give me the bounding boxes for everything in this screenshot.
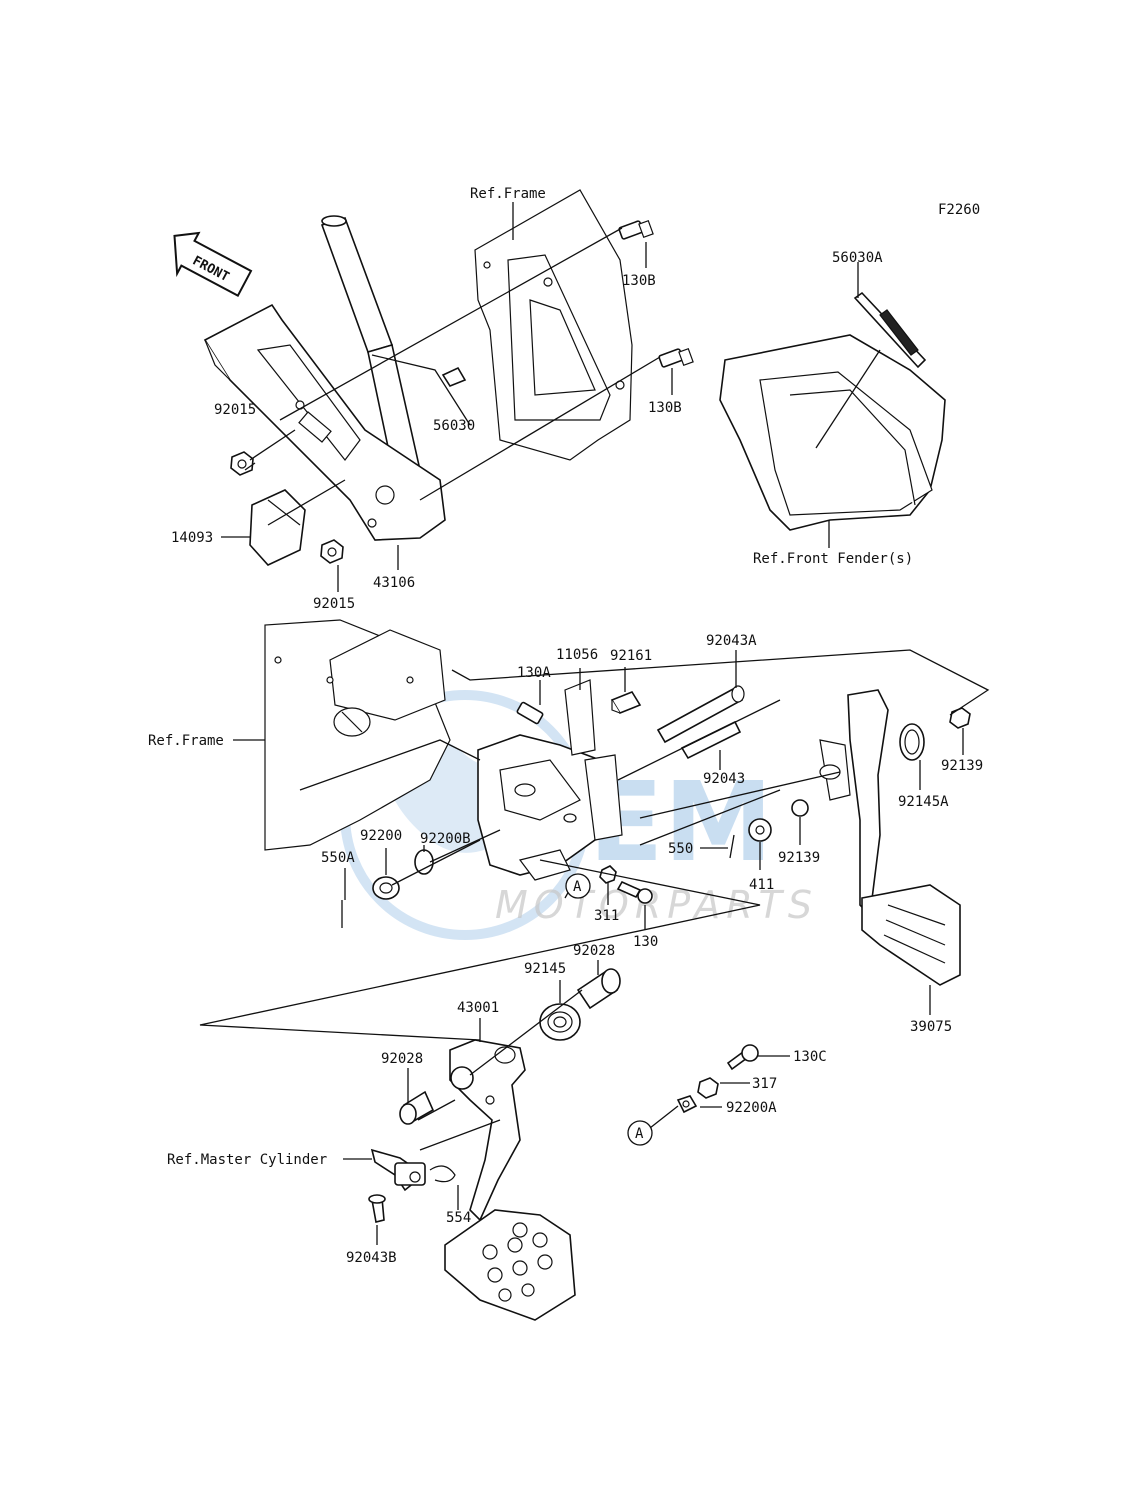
- brake-pedal-43001: [444, 1039, 576, 1321]
- label-92200: 92200: [360, 828, 402, 844]
- washer-92200: [372, 876, 400, 900]
- reference-lines: [199, 202, 990, 1245]
- label-130B-lower: 130B: [648, 400, 682, 416]
- part-labels: Ref.Frame 130B 130B 56030A 56030 92015 1…: [148, 186, 983, 1266]
- bolt-130B-lower: [658, 347, 694, 368]
- label-92043: 92043: [703, 771, 745, 787]
- clip-554: [429, 1165, 456, 1183]
- spring-92145A: [899, 723, 925, 761]
- label-311: 311: [594, 908, 619, 924]
- master-cylinder-clevis: [370, 1148, 426, 1192]
- pin-92043A: [656, 685, 745, 744]
- label-ref-front-fender: Ref.Front Fender(s): [753, 551, 913, 567]
- label-550: 550: [668, 841, 693, 857]
- label-11056: 11056: [556, 647, 598, 663]
- block-92161: [610, 691, 642, 714]
- callout-a-middle: A: [565, 873, 591, 899]
- label-130A: 130A: [517, 665, 551, 681]
- nut-317: [697, 1077, 719, 1099]
- bolt-130A: [516, 701, 544, 725]
- label-92145A: 92145A: [898, 794, 949, 810]
- label-317: 317: [752, 1076, 777, 1092]
- bush-92028-upper: [576, 968, 621, 1010]
- callout-a-bottom: A: [627, 1120, 653, 1146]
- bolt-130C: [726, 1044, 759, 1071]
- label-14093: 14093: [171, 530, 213, 546]
- decal-56030A: [853, 291, 927, 369]
- spring-92145: [539, 1003, 581, 1041]
- frame-upper: [474, 189, 633, 461]
- callout-a-bottom-label: A: [635, 1126, 644, 1142]
- label-92015-upper: 92015: [214, 402, 256, 418]
- label-92161: 92161: [610, 648, 652, 664]
- label-92043A: 92043A: [706, 633, 757, 649]
- label-554: 554: [446, 1210, 471, 1226]
- bolt-130B-upper: [618, 219, 654, 240]
- label-56030: 56030: [433, 418, 475, 434]
- front-fender: [719, 334, 946, 531]
- frame-left: [264, 619, 451, 851]
- nut-92015-lower: [320, 539, 344, 564]
- label-92028-upper: 92028: [573, 943, 615, 959]
- label-92145: 92145: [524, 961, 566, 977]
- label-39075: 39075: [910, 1019, 952, 1035]
- label-ref-frame-mid: Ref.Frame: [148, 733, 224, 749]
- callout-a-middle-label: A: [573, 879, 582, 895]
- nut-92200A: [676, 1095, 698, 1114]
- label-43106: 43106: [373, 575, 415, 591]
- bolt-130: [616, 880, 653, 904]
- label-92028-lower: 92028: [381, 1051, 423, 1067]
- label-130B-upper: 130B: [622, 273, 656, 289]
- pedal-bracket: [477, 679, 623, 881]
- label-411: 411: [749, 877, 774, 893]
- switch-14093: [249, 489, 306, 566]
- figure-code: F2260: [938, 202, 980, 218]
- washer-411: [748, 818, 772, 842]
- accelerator-pedal-39075: [819, 689, 961, 986]
- label-ref-master-cylinder: Ref.Master Cylinder: [167, 1152, 327, 1168]
- label-92200B: 92200B: [420, 831, 471, 847]
- nut-92015-upper: [230, 451, 254, 476]
- hand-brake-bracket: [203, 215, 446, 541]
- bush-92028-lower: [399, 1090, 435, 1125]
- label-130C: 130C: [793, 1049, 827, 1065]
- washer-92139-lower: [791, 799, 809, 817]
- label-92139-upper: 92139: [941, 758, 983, 774]
- pin-550: [729, 834, 735, 859]
- pin-92043B: [368, 1194, 386, 1223]
- nut-92139-upper: [949, 707, 971, 729]
- clip-56030: [441, 366, 467, 387]
- label-92200A: 92200A: [726, 1100, 777, 1116]
- label-92015-lower: 92015: [313, 596, 355, 612]
- label-92043B: 92043B: [346, 1250, 397, 1266]
- label-130: 130: [633, 934, 658, 950]
- label-56030A: 56030A: [832, 250, 883, 266]
- label-92139-lower: 92139: [778, 850, 820, 866]
- label-43001: 43001: [457, 1000, 499, 1016]
- label-550A: 550A: [321, 850, 355, 866]
- label-ref-frame-top: Ref.Frame: [470, 186, 546, 202]
- front-arrow-icon: FRONT: [173, 231, 253, 298]
